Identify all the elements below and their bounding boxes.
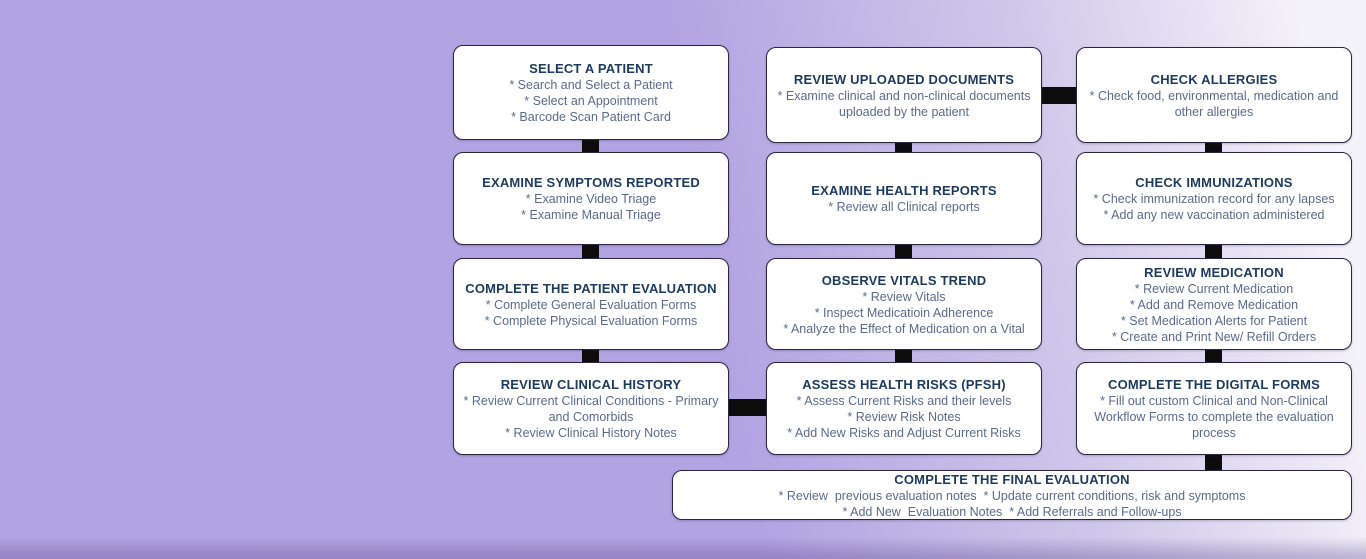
node-title: OBSERVE VITALS TREND [821,272,987,288]
node-item: * Review all Clinical reports [828,200,980,214]
node-item: * Inspect Medicatioin Adherence [814,305,994,320]
node-item: * Review Vitals [862,289,946,304]
node-item: * Add New Evaluation Notes * Add Referra… [842,504,1182,519]
node-item: * Assess Current Risks and their levels [796,394,1012,408]
flow-node-complete-digital-forms: COMPLETE THE DIGITAL FORMS * Fill out cu… [1076,362,1352,455]
flow-node-examine-health-reports: EXAMINE HEALTH REPORTS * Review all Clin… [766,152,1042,245]
node-item: * Barcode Scan Patient Card [511,110,671,124]
node-item: * Review Current Clinical Conditions - P… [463,394,722,424]
flow-node-observe-vitals-trend: OBSERVE VITALS TREND * Review Vitals * I… [766,258,1042,350]
connector-col1-row2-row3 [582,239,599,264]
flow-node-assess-health-risks: ASSESS HEALTH RISKS (PFSH) * Assess Curr… [766,362,1042,455]
flow-node-review-uploaded-documents: REVIEW UPLOADED DOCUMENTS * Examine clin… [766,47,1042,143]
node-item: * Examine clinical and non-clinical docu… [777,88,1034,119]
connector-col3-row2-row3 [1205,239,1222,264]
node-item: * Search and Select a Patient [509,78,673,92]
connector-uploaded-docs-to-allergies [1035,87,1083,104]
node-title: CHECK ALLERGIES [1150,71,1278,87]
node-item: * Select an Appointment [524,94,658,108]
node-item: * Complete General Evaluation Forms [485,297,697,312]
node-item: * Set Medication Alerts for Patient [1120,313,1308,328]
node-item: * Examine Video Triage [525,192,657,206]
node-title: REVIEW UPLOADED DOCUMENTS [793,71,1015,87]
flow-node-check-immunizations: CHECK IMMUNIZATIONS * Check immunization… [1076,152,1352,245]
node-title: COMPLETE THE FINAL EVALUATION [894,471,1130,487]
flow-node-check-allergies: CHECK ALLERGIES * Check food, environmen… [1076,47,1352,143]
node-title: EXAMINE HEALTH REPORTS [811,183,997,198]
node-item: * Examine Manual Triage [521,208,661,222]
flow-node-select-a-patient: SELECT A PATIENT * Search and Select a P… [453,45,729,140]
flow-node-review-clinical-history: REVIEW CLINICAL HISTORY * Review Current… [453,362,729,455]
node-item: * Review Clinical History Notes [505,426,677,440]
node-title: REVIEW CLINICAL HISTORY [500,377,682,392]
node-title: SELECT A PATIENT [529,61,653,76]
node-item: * Analyze the Effect of Medication on a … [783,321,1025,336]
connector-col3-row4-final [1205,449,1222,476]
flow-node-complete-patient-evaluation: COMPLETE THE PATIENT EVALUATION * Comple… [453,258,729,350]
node-title: CHECK IMMUNIZATIONS [1135,175,1293,190]
flow-node-complete-final-evaluation: COMPLETE THE FINAL EVALUATION * Review p… [672,470,1352,520]
node-item: * Add New Risks and Adjust Current Risks [787,426,1021,440]
node-item: * Check immunization record for any laps… [1093,192,1335,206]
node-title: COMPLETE THE DIGITAL FORMS [1108,377,1320,392]
node-item: * Complete Physical Evaluation Forms [484,313,698,328]
node-title: ASSESS HEALTH RISKS (PFSH) [802,377,1006,392]
flow-node-review-medication: REVIEW MEDICATION * Review Current Medic… [1076,258,1352,350]
node-item: * Check food, environmental, medication … [1089,88,1342,119]
node-title: EXAMINE SYMPTOMS REPORTED [482,175,700,190]
node-title: COMPLETE THE PATIENT EVALUATION [465,280,717,296]
node-item: * Review Risk Notes [847,410,961,424]
node-item: * Create and Print New/ Refill Orders [1111,329,1317,344]
connector-clinical-history-to-health-risks [722,399,772,416]
connector-col2-row2-row3 [895,239,912,264]
node-item: * Review previous evaluation notes * Upd… [778,488,1246,503]
node-item: * Fill out custom Clinical and Non-Clini… [1094,394,1338,440]
node-item: * Review Current Medication [1134,281,1294,296]
node-title: REVIEW MEDICATION [1144,264,1284,280]
node-item: * Add any new vaccination administered [1103,208,1325,222]
flow-node-examine-symptoms-reported: EXAMINE SYMPTOMS REPORTED * Examine Vide… [453,152,729,245]
node-item: * Add and Remove Medication [1129,297,1299,312]
